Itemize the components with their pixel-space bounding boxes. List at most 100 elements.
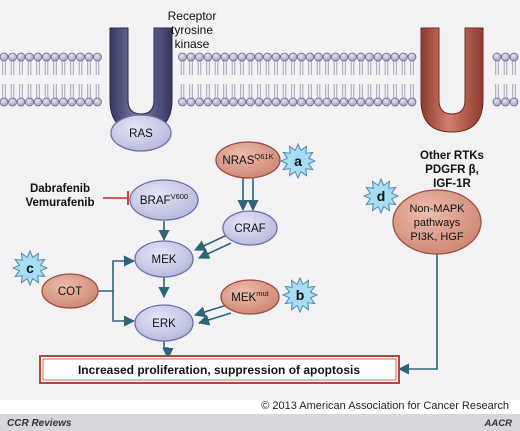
lipid-head-bottom <box>246 97 255 107</box>
lipid-head-bottom <box>229 97 238 107</box>
ras-label: RAS <box>129 128 153 140</box>
lipid-tail-top <box>503 60 508 75</box>
lipid-head-bottom <box>280 97 289 107</box>
edge-nonmapk-outcome <box>397 239 438 375</box>
lipid-head-bottom <box>42 97 51 107</box>
lipid-head-bottom <box>407 97 417 107</box>
lipid-tail-top <box>342 60 346 75</box>
lipid-tail-top <box>367 60 372 75</box>
lipid-head-top <box>305 52 315 62</box>
erk-label: ERK <box>152 318 176 330</box>
series-label: CCR Reviews <box>7 418 72 429</box>
footer-bar <box>0 414 520 431</box>
lipid-tail-bottom <box>359 84 363 99</box>
lipid-head-top <box>67 52 77 62</box>
lipid-tail-top <box>206 60 210 75</box>
edge-mekmut-erk-2 <box>197 312 232 326</box>
lipid-head-bottom <box>195 97 204 107</box>
outcome-inner-border <box>42 358 397 381</box>
lipid-tail-top <box>350 60 355 75</box>
lipid-head-top <box>0 52 9 62</box>
lipid-tail-bottom <box>274 84 278 99</box>
lipid-head-bottom <box>76 97 85 107</box>
lipid-tail-top <box>240 60 244 75</box>
lipid-tail-top <box>257 60 261 75</box>
lipid-head-top <box>365 52 374 62</box>
lipid-tail-bottom <box>197 84 202 99</box>
lipid-tail-bottom <box>342 84 346 99</box>
lipid-tail-bottom <box>282 84 287 99</box>
lipid-tail-bottom <box>367 84 372 99</box>
lipid-head-bottom <box>271 97 281 107</box>
lipid-head-bottom <box>288 97 298 107</box>
outcome-box <box>39 355 400 384</box>
lipid-head-top <box>356 52 366 62</box>
lipid-tail-bottom <box>495 84 499 99</box>
erk-node <box>134 304 194 342</box>
lipid-tail-bottom <box>189 84 193 99</box>
lipid-head-top <box>42 52 51 62</box>
lipid-head-top <box>93 52 102 62</box>
lipid-tail-bottom <box>223 84 227 99</box>
edge-craf-mek-1 <box>193 234 228 251</box>
lipid-tail-top <box>19 60 23 75</box>
lipid-head-top <box>339 52 349 62</box>
lipid-head-top <box>390 52 400 62</box>
lipid-head-top <box>501 52 510 62</box>
lipid-tail-bottom <box>401 84 406 99</box>
lipid-head-bottom <box>254 97 264 107</box>
lipid-head-bottom <box>322 97 332 107</box>
lipid-head-top <box>348 52 357 62</box>
lipid-head-bottom <box>8 97 17 107</box>
nras-node <box>215 141 281 179</box>
lipid-head-top <box>509 52 519 62</box>
edge-mekmut-erk-1 <box>193 304 228 318</box>
mek-label: MEK <box>152 254 177 266</box>
ras-node <box>110 114 172 152</box>
edge-erk-outcome <box>162 341 174 360</box>
lipid-tail-bottom <box>36 84 40 99</box>
lipid-head-bottom <box>186 97 196 107</box>
inhibitor-line2: Vemurafenib <box>25 197 94 209</box>
lipid-tail-bottom <box>333 84 338 99</box>
lipid-tail-bottom <box>503 84 508 99</box>
lipid-tail-top <box>27 60 32 75</box>
lipid-tail-bottom <box>78 84 83 99</box>
lipid-head-bottom <box>339 97 349 107</box>
lipid-head-bottom <box>331 97 340 107</box>
lipid-head-bottom <box>67 97 77 107</box>
lipid-head-top <box>288 52 298 62</box>
lipid-tail-top <box>325 60 329 75</box>
lipid-head-top <box>84 52 94 62</box>
lipid-tail-bottom <box>27 84 32 99</box>
lipid-head-top <box>297 52 306 62</box>
lipid-tail-top <box>410 60 414 75</box>
lipid-tail-top <box>359 60 363 75</box>
lipid-head-bottom <box>382 97 391 107</box>
lipid-head-bottom <box>492 97 502 107</box>
lipid-tail-bottom <box>325 84 329 99</box>
lipid-head-top <box>178 52 187 62</box>
lipid-head-bottom <box>237 97 247 107</box>
nras-label: NRASQ61K <box>222 152 273 167</box>
lipid-tail-top <box>61 60 66 75</box>
badge-a-star <box>279 142 317 180</box>
lipid-tail-bottom <box>2 84 6 99</box>
edge-craf-mek-2 <box>197 242 232 259</box>
lipid-tail-top <box>53 60 57 75</box>
lipid-head-bottom <box>314 97 323 107</box>
mek-mut-node <box>220 279 280 315</box>
lipid-tail-bottom <box>231 84 236 99</box>
lipid-tail-bottom <box>19 84 23 99</box>
lipid-head-top <box>229 52 238 62</box>
lipid-head-bottom <box>297 97 306 107</box>
lipid-tail-bottom <box>410 84 414 99</box>
lipid-tail-bottom <box>299 84 304 99</box>
badge-b-star <box>281 276 319 314</box>
lipid-tail-bottom <box>10 84 15 99</box>
non-mapk-node <box>392 189 482 255</box>
lipid-tail-top <box>231 60 236 75</box>
lipid-head-bottom <box>178 97 187 107</box>
lipid-tail-bottom <box>70 84 74 99</box>
